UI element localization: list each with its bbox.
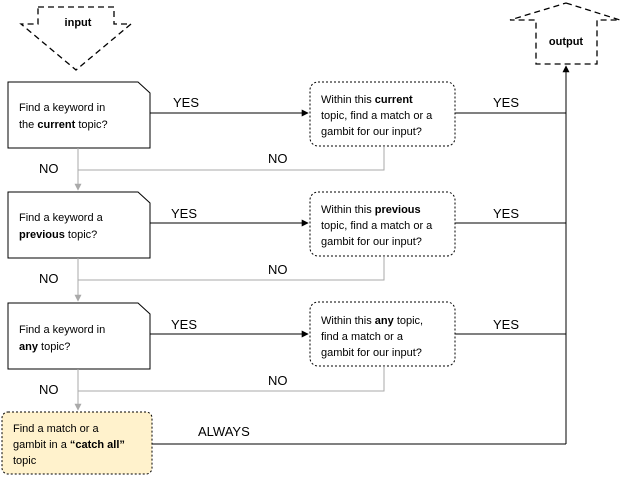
input-arrow: input — [19, 6, 133, 71]
decision-previous-line2: previous topic? — [19, 229, 97, 241]
no-edge-current-back — [78, 146, 385, 171]
no-edge-previous-back — [78, 256, 385, 281]
search-current-line1: Within this current — [321, 94, 413, 106]
decision-current: Find a keyword in the current topic? — [7, 81, 151, 149]
yes-label-3: YES — [171, 317, 197, 332]
no-label-3: NO — [39, 271, 59, 286]
decision-any-line2: any topic? — [19, 341, 70, 353]
always-label: ALWAYS — [198, 424, 250, 439]
search-any: Within this any topic, find a match or a… — [309, 301, 456, 367]
no-label-5: NO — [39, 382, 59, 397]
search-current: Within this current topic, find a match … — [309, 81, 456, 147]
catch-all-line3: topic — [13, 455, 37, 467]
search-any-line2: find a match or a — [321, 331, 404, 343]
search-any-line3: gambit for our input? — [321, 347, 422, 359]
input-label: input — [65, 17, 92, 29]
decision-any: Find a keyword in any topic? — [7, 302, 151, 370]
no-edge-any-back — [78, 366, 385, 392]
decision-previous-line1: Find a keyword a — [19, 212, 104, 224]
search-previous: Within this previous topic, find a match… — [309, 191, 456, 257]
decision-any-line1: Find a keyword in — [19, 324, 105, 336]
no-label-4: NO — [268, 262, 288, 277]
search-current-line3: gambit for our input? — [321, 126, 422, 138]
yes-label-6: YES — [493, 317, 519, 332]
output-arrow: output — [509, 2, 620, 65]
decision-current-line1: Find a keyword in — [19, 102, 105, 114]
catch-all-line1: Find a match or a — [13, 423, 99, 435]
no-label-2: NO — [268, 151, 288, 166]
catch-all-box: Find a match or a gambit in a “catch all… — [1, 411, 153, 475]
yes-label-2: YES — [171, 206, 197, 221]
yes-label-4: YES — [493, 95, 519, 110]
search-any-line1: Within this any topic, — [321, 315, 423, 327]
yes-label-5: YES — [493, 206, 519, 221]
decision-current-line2: the current topic? — [19, 119, 108, 131]
search-previous-line1: Within this previous — [321, 204, 421, 216]
search-current-line2: topic, find a match or a — [321, 110, 433, 122]
no-edges — [74, 146, 385, 411]
search-previous-line2: topic, find a match or a — [321, 220, 433, 232]
catch-all-line2: gambit in a “catch all” — [13, 439, 125, 451]
no-label-1: NO — [39, 161, 59, 176]
yes-label-1: YES — [173, 95, 199, 110]
no-label-6: NO — [268, 373, 288, 388]
output-label: output — [549, 36, 584, 48]
decision-previous: Find a keyword a previous topic? — [7, 191, 151, 259]
search-previous-line3: gambit for our input? — [321, 236, 422, 248]
